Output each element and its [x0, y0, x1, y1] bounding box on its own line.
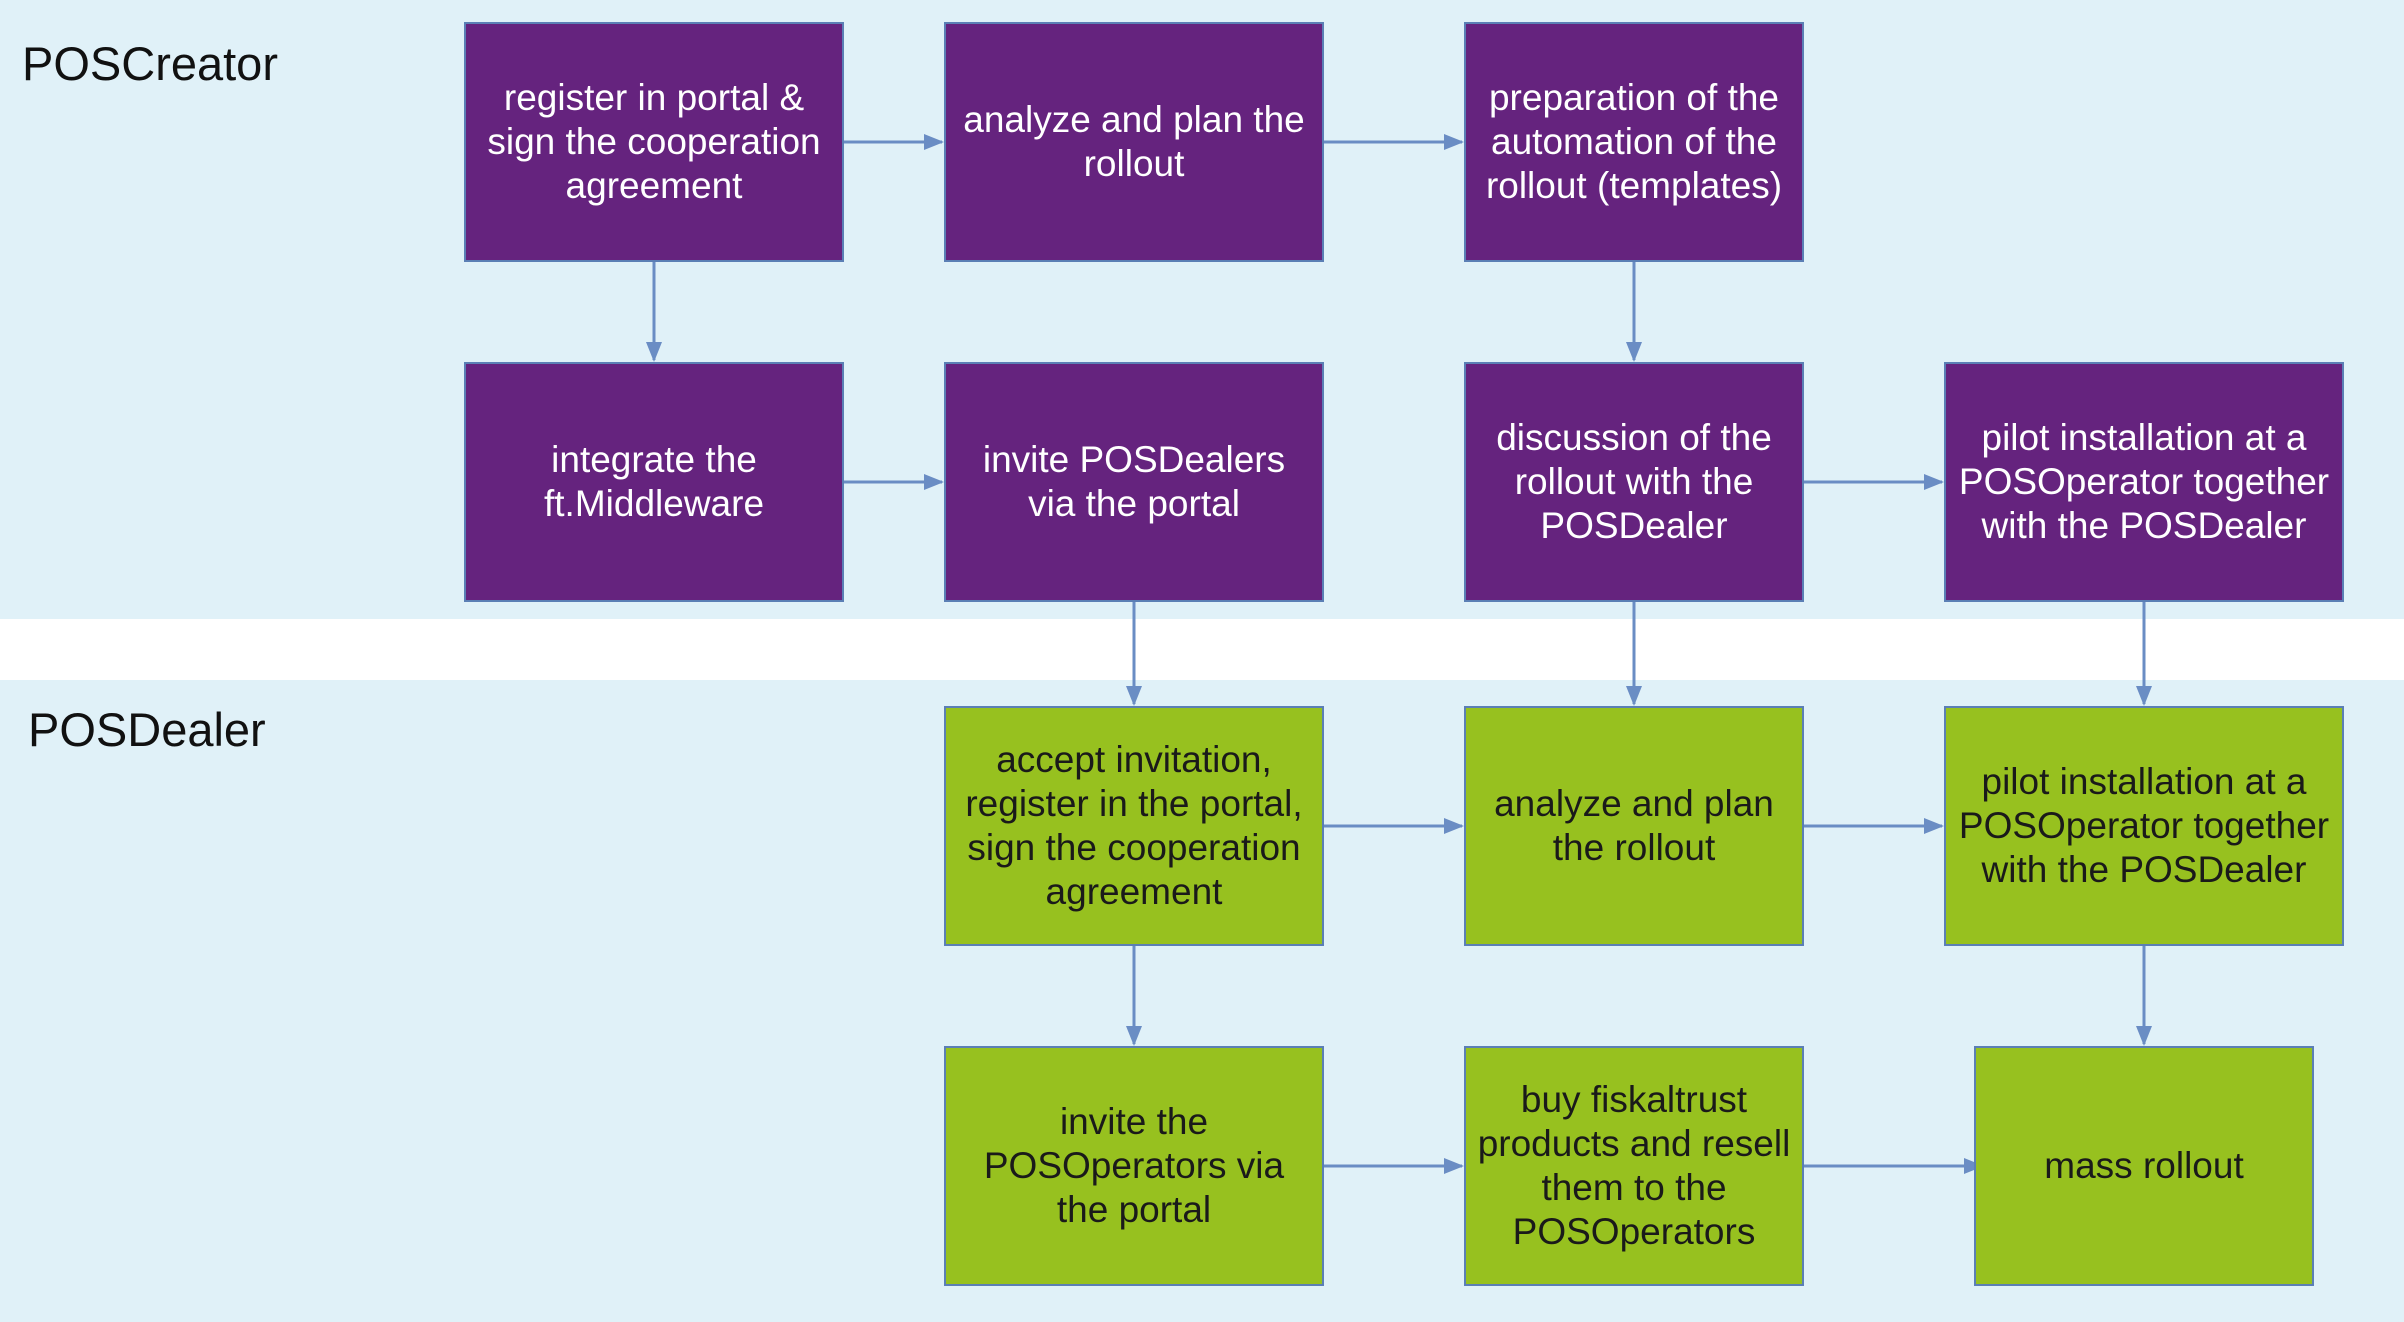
step-invite-posoperators: invite the POSOperators via the portal [944, 1046, 1324, 1286]
step-buy-and-resell-products: buy fiskaltrust products and resell them… [1464, 1046, 1804, 1286]
step-creator-pilot-installation: pilot installation at a POSOperator toge… [1944, 362, 2344, 602]
step-dealer-analyze-and-plan-label: analyze and plan the rollout [1494, 783, 1774, 868]
step-discussion-with-posdealer: discussion of the rollout with the POSDe… [1464, 362, 1804, 602]
step-mass-rollout: mass rollout [1974, 1046, 2314, 1286]
poscreator-lane-label: POSCreator [22, 37, 278, 90]
step-creator-pilot-installation-label: pilot installation at a POSOperator toge… [1958, 417, 2330, 546]
step-invite-posoperators-label: invite the POSOperators via the portal [983, 1101, 1285, 1230]
step-register-in-portal: register in portal & sign the cooperatio… [464, 22, 844, 262]
step-preparation-of-automation: preparation of the automation of the rol… [1464, 22, 1804, 262]
step-register-in-portal-label: register in portal & sign the cooperatio… [487, 77, 821, 206]
step-accept-invitation: accept invitation, register in the porta… [944, 706, 1324, 946]
step-dealer-pilot-installation: pilot installation at a POSOperator toge… [1944, 706, 2344, 946]
step-invite-posdealers: invite POSDealers via the portal [944, 362, 1324, 602]
step-analyze-and-plan-rollout: analyze and plan the rollout [944, 22, 1324, 262]
step-integrate-middleware: integrate the ft.Middleware [464, 362, 844, 602]
step-accept-invitation-label: accept invitation, register in the porta… [965, 739, 1303, 912]
step-analyze-and-plan-rollout-label: analyze and plan the rollout [963, 99, 1305, 184]
step-preparation-of-automation-label: preparation of the automation of the rol… [1485, 77, 1783, 206]
step-dealer-pilot-installation-label: pilot installation at a POSOperator toge… [1958, 761, 2330, 890]
posdealer-lane-label: POSDealer [28, 703, 266, 756]
step-buy-and-resell-products-label: buy fiskaltrust products and resell them… [1477, 1079, 1791, 1252]
step-invite-posdealers-label: invite POSDealers via the portal [982, 439, 1286, 524]
step-integrate-middleware-label: integrate the ft.Middleware [543, 439, 765, 524]
step-discussion-with-posdealer-label: discussion of the rollout with the POSDe… [1496, 417, 1772, 546]
step-dealer-analyze-and-plan: analyze and plan the rollout [1464, 706, 1804, 946]
step-mass-rollout-label: mass rollout [2044, 1145, 2244, 1186]
